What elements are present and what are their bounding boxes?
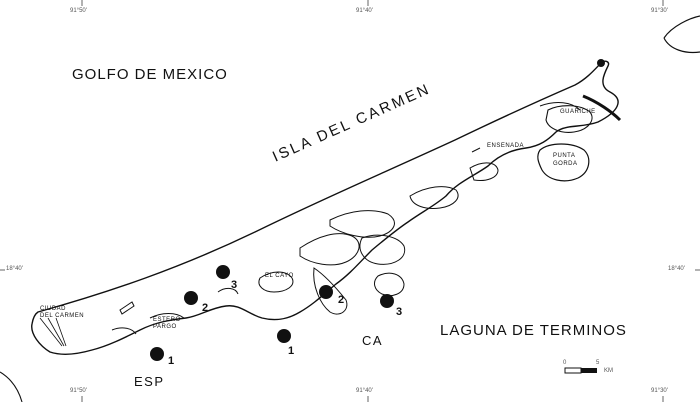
station-ca-1 [277, 329, 291, 343]
station-number-ca-1: 1 [288, 345, 295, 357]
reference-dot [597, 59, 605, 67]
scale-bar [564, 367, 597, 374]
station-ca-3 [380, 294, 394, 308]
coord-bottom-2: 91°40' [356, 388, 373, 394]
guariche-outline [545, 105, 593, 133]
station-number-ca-3: 3 [396, 306, 403, 318]
scale-zero-label: 0 [563, 360, 567, 366]
label-punta: PUNTA [553, 153, 576, 159]
coord-bottom-3: 91°30' [651, 388, 668, 394]
scale-unit-label: KM [604, 368, 613, 374]
label-del-carmen: DEL CARMEN [40, 313, 85, 319]
coord-top-3: 91°30' [651, 8, 668, 14]
station-number-esp-1: 1 [168, 355, 175, 367]
inner-contours [111, 94, 622, 335]
coord-top-2: 91°40' [356, 8, 373, 14]
northeast-shore [663, 15, 700, 54]
city-pointer-lines [39, 317, 67, 347]
station-esp-2 [184, 291, 198, 305]
coord-left-lat: 18°40' [6, 266, 23, 272]
ensenada-mark [471, 147, 481, 153]
label-ensenada: ENSENADA [487, 143, 525, 149]
label-esp: ESP [134, 374, 165, 389]
label-gorda: GORDA [553, 161, 578, 167]
station-number-ca-2: 2 [338, 294, 345, 306]
label-gulf: GOLFO DE MEXICO [72, 66, 228, 83]
label-ca: CA [362, 333, 384, 348]
label-guariche: GUARICHE [560, 109, 596, 115]
label-estero: ESTERO [153, 317, 181, 323]
coord-right-lat: 18°40' [668, 266, 685, 272]
label-el-cayo: EL CAYO [265, 273, 294, 279]
label-lagoon: LAGUNA DE TERMINOS [440, 322, 627, 339]
coord-top-1: 91°50' [70, 8, 87, 14]
scale-five-label: 5 [596, 360, 600, 366]
station-number-esp-2: 2 [202, 302, 209, 314]
southwest-shore [0, 371, 23, 402]
label-ciudad: CIUDAD [40, 306, 67, 312]
punta-gorda-outline [537, 143, 590, 182]
station-esp-3 [216, 265, 230, 279]
label-pargo: PARGO [153, 324, 177, 330]
station-esp-1 [150, 347, 164, 361]
station-ca-2 [319, 285, 333, 299]
sampling-stations [150, 265, 394, 361]
coord-bottom-1: 91°50' [70, 388, 87, 394]
island-outline [31, 60, 619, 355]
station-number-esp-3: 3 [231, 279, 238, 291]
